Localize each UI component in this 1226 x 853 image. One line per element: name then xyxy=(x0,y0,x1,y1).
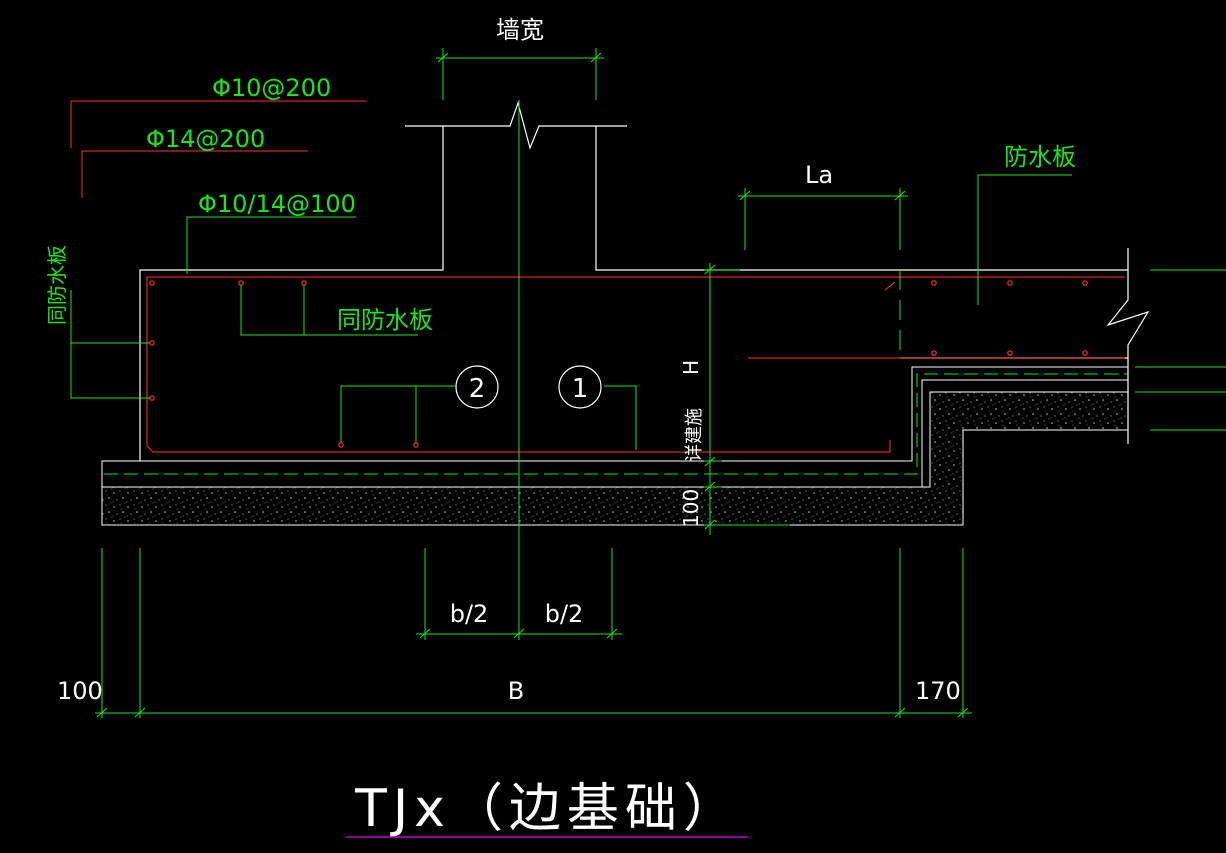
rebar-mid-label: Φ14@200 xyxy=(146,125,265,153)
green-linework xyxy=(70,48,1226,718)
rebar-lines xyxy=(146,276,1125,453)
drawing-title: TJx（边基础） xyxy=(354,779,741,839)
rebar-bottom-label: Φ10/14@100 xyxy=(198,190,356,218)
gravel-cushion xyxy=(101,391,1129,526)
callout-label-2: 2 xyxy=(469,374,486,404)
half-b-right-label: b/2 xyxy=(545,600,584,628)
callout-circle-2: 2 xyxy=(455,365,499,409)
cushion-label: 详建施 xyxy=(684,408,705,462)
foundation-outline xyxy=(139,100,1150,461)
dim-b-label: B xyxy=(508,677,524,705)
waterproof-left-label: 同防水板 xyxy=(45,245,69,325)
dim-left-label: 100 xyxy=(57,677,103,705)
waterproof-right-label: 防水板 xyxy=(1004,143,1076,171)
waterproof-inner-label: 同防水板 xyxy=(337,306,433,334)
h-label: H xyxy=(679,360,703,375)
dim-right-label: 170 xyxy=(915,677,961,705)
half-b-left-label: b/2 xyxy=(450,600,489,628)
rebar-leaders xyxy=(70,100,366,198)
la-label: La xyxy=(805,161,833,189)
waterproof-layer-lines xyxy=(101,366,1128,488)
callout-label-1: 1 xyxy=(572,374,589,404)
rebar-top-label: Φ10@200 xyxy=(212,74,331,102)
cushion-thickness-label: 100 xyxy=(679,489,703,527)
callout-circle-1: 1 xyxy=(558,365,602,409)
rebar-dots xyxy=(149,280,1088,448)
wall-width-label: 墙宽 xyxy=(496,16,544,44)
